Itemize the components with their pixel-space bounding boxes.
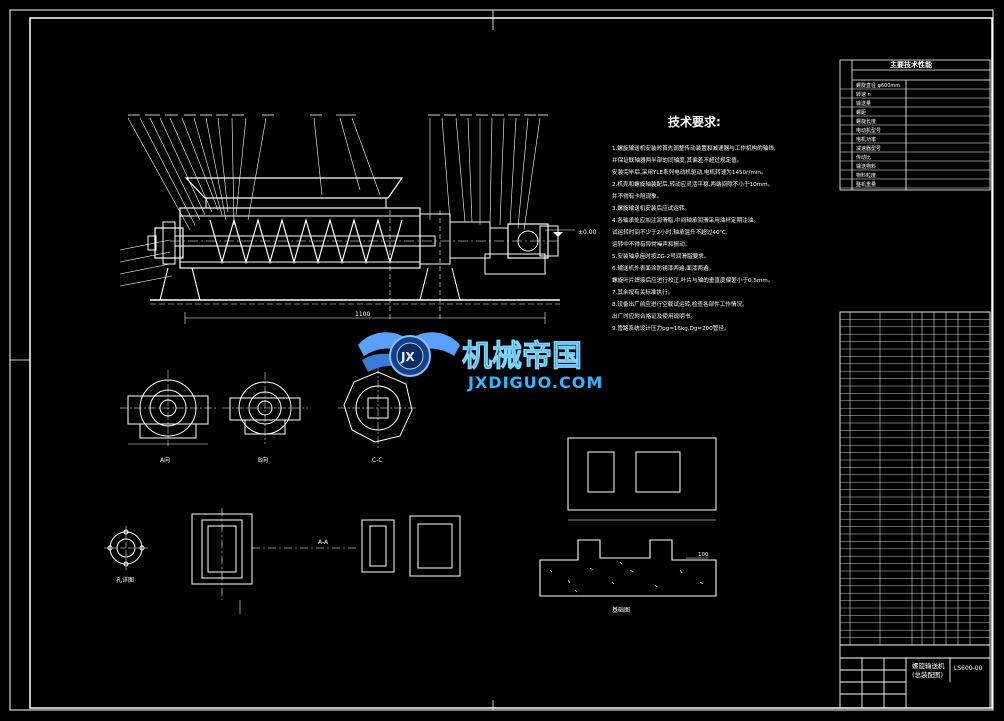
hole-detail-label: 孔详图 <box>116 576 134 584</box>
foundation-dim: 100 <box>698 552 709 558</box>
foundation-section <box>539 539 717 597</box>
title-block <box>839 644 991 709</box>
leader-lines <box>119 117 541 287</box>
title-block-name: 螺旋输送机 <box>912 661 945 670</box>
spec-row-label: 传动比 <box>856 154 871 161</box>
tech-requirement-line: 4.各轴承处应加注润滑脂,中间轴承润滑采用油杯定期注油。 <box>612 216 759 224</box>
tech-requirement-line: 并不得有卡阻现象。 <box>612 192 662 200</box>
tech-requirement-line: 7.其余按有关标准执行。 <box>612 288 673 296</box>
inner-frame <box>29 17 993 709</box>
tech-requirement-line: 6.输送机外表面涂防锈漆两遍,面漆两遍。 <box>612 264 714 272</box>
spec-row-label: 螺距 <box>856 109 866 116</box>
spec-row-label: 螺旋长度 <box>856 118 876 125</box>
foundation-label: 基础图 <box>612 606 630 614</box>
label-overall-dim: 1100 <box>355 311 370 318</box>
view-a-label: A向 <box>160 456 170 464</box>
spec-row-label: 输送量 <box>856 100 871 107</box>
drive-motor <box>539 225 559 257</box>
foundation-plan <box>567 437 717 521</box>
spec-row-label: 转速 n <box>856 91 871 98</box>
tech-requirement-line: 8.设备出厂前应进行空载试运转,检查各部件工作情况。 <box>612 300 748 308</box>
spec-row-label: 整机重量 <box>856 181 876 188</box>
section-view-c <box>338 366 418 450</box>
view-b-label: B向 <box>258 456 268 464</box>
spec-row-label: 物料粒度 <box>856 172 876 179</box>
tech-requirements-list: 1.螺旋输送机安装时首先调整传动装置和减速器与工作机构的轴线, 并保证联轴器两半… <box>612 144 776 332</box>
trough-body <box>179 207 421 269</box>
watermark: JX 机械帝国 JXDIGUO.COM <box>358 332 603 392</box>
spec-row-label: 输送物料 <box>856 163 876 170</box>
parts-list-table <box>839 311 991 646</box>
left-support <box>159 267 201 301</box>
tech-requirement-line: 并保证联轴器两半部的同轴度,其偏差不超过规定值。 <box>612 156 742 164</box>
title-block-subtitle: (总装配图) <box>912 670 943 679</box>
watermark-wing-left <box>358 332 408 356</box>
hole-detail-view <box>104 526 148 570</box>
watermark-wing-right <box>410 332 460 356</box>
tech-requirement-line: 试运转时间不少于2小时,轴承温升不超过40℃, <box>612 228 728 236</box>
tech-requirement-line: 3.螺旋输送机安装后应试运转。 <box>612 204 690 212</box>
spec-row-label: 螺旋直径 φ600mm <box>856 82 900 89</box>
title-block-drawing-no: LS600-00 <box>954 665 983 672</box>
tech-requirement-line: 螺旋叶片焊接后应进行校正,叶片与轴的垂直度偏差小于0.5mm。 <box>612 276 773 284</box>
spec-row-label: 电动机型号 <box>856 127 881 134</box>
tech-requirement-line: 9.管路系统设计压力pg=16kg,Dg=200管径。 <box>612 324 730 332</box>
spec-row-label: 减速器型号 <box>856 145 881 152</box>
feed-hopper <box>184 177 404 199</box>
tech-requirement-line: 2.机壳和螺旋轴装配后,转动应灵活平稳,两端间隙不小于10mm。 <box>612 180 773 188</box>
screw-flights <box>209 217 403 265</box>
section-view-b <box>222 372 308 444</box>
left-bearing <box>154 227 184 259</box>
spec-table-rows: 螺旋直径 φ600mm 转速 n 输送量螺距螺旋长度电动机型号电机功率减速器型号传动… <box>840 82 990 189</box>
label-elevation: ±0.00 <box>578 229 597 236</box>
main-assembly-view <box>119 114 575 324</box>
gear-reducer <box>507 223 549 259</box>
tech-requirement-line: 1.螺旋输送机安装时首先调整传动装置和减速器与工作机构的轴线, <box>612 144 776 152</box>
section-view-a <box>120 370 216 446</box>
tech-requirement-line: 出厂时应附合格证及使用说明书。 <box>612 312 696 320</box>
spec-table-title: 主要技术性能 <box>890 60 932 69</box>
watermark-brand-en: JXDIGUO.COM <box>467 373 603 392</box>
tech-requirement-line: 5.安装轴承座时按ZG-2号润滑脂要求。 <box>612 252 709 260</box>
section-aa-view <box>191 508 461 614</box>
frame-center-marks <box>10 10 494 710</box>
tech-requirement-line: 安装完毕后,采用YLE系列电动机驱动,电机转速为1450r/min。 <box>612 168 766 176</box>
view-c-label: C-C <box>372 457 383 464</box>
parts-list-frame <box>839 311 991 646</box>
spec-row-label: 电机功率 <box>856 136 876 143</box>
section-aa-label: A-A <box>318 539 329 546</box>
watermark-brand-cn: 机械帝国 <box>462 339 582 374</box>
watermark-emblem: JX <box>400 350 415 364</box>
tech-requirements-title: 技术要求: <box>668 114 721 129</box>
tech-requirement-line: 运转中不得有异常噪声和振动。 <box>612 240 690 248</box>
